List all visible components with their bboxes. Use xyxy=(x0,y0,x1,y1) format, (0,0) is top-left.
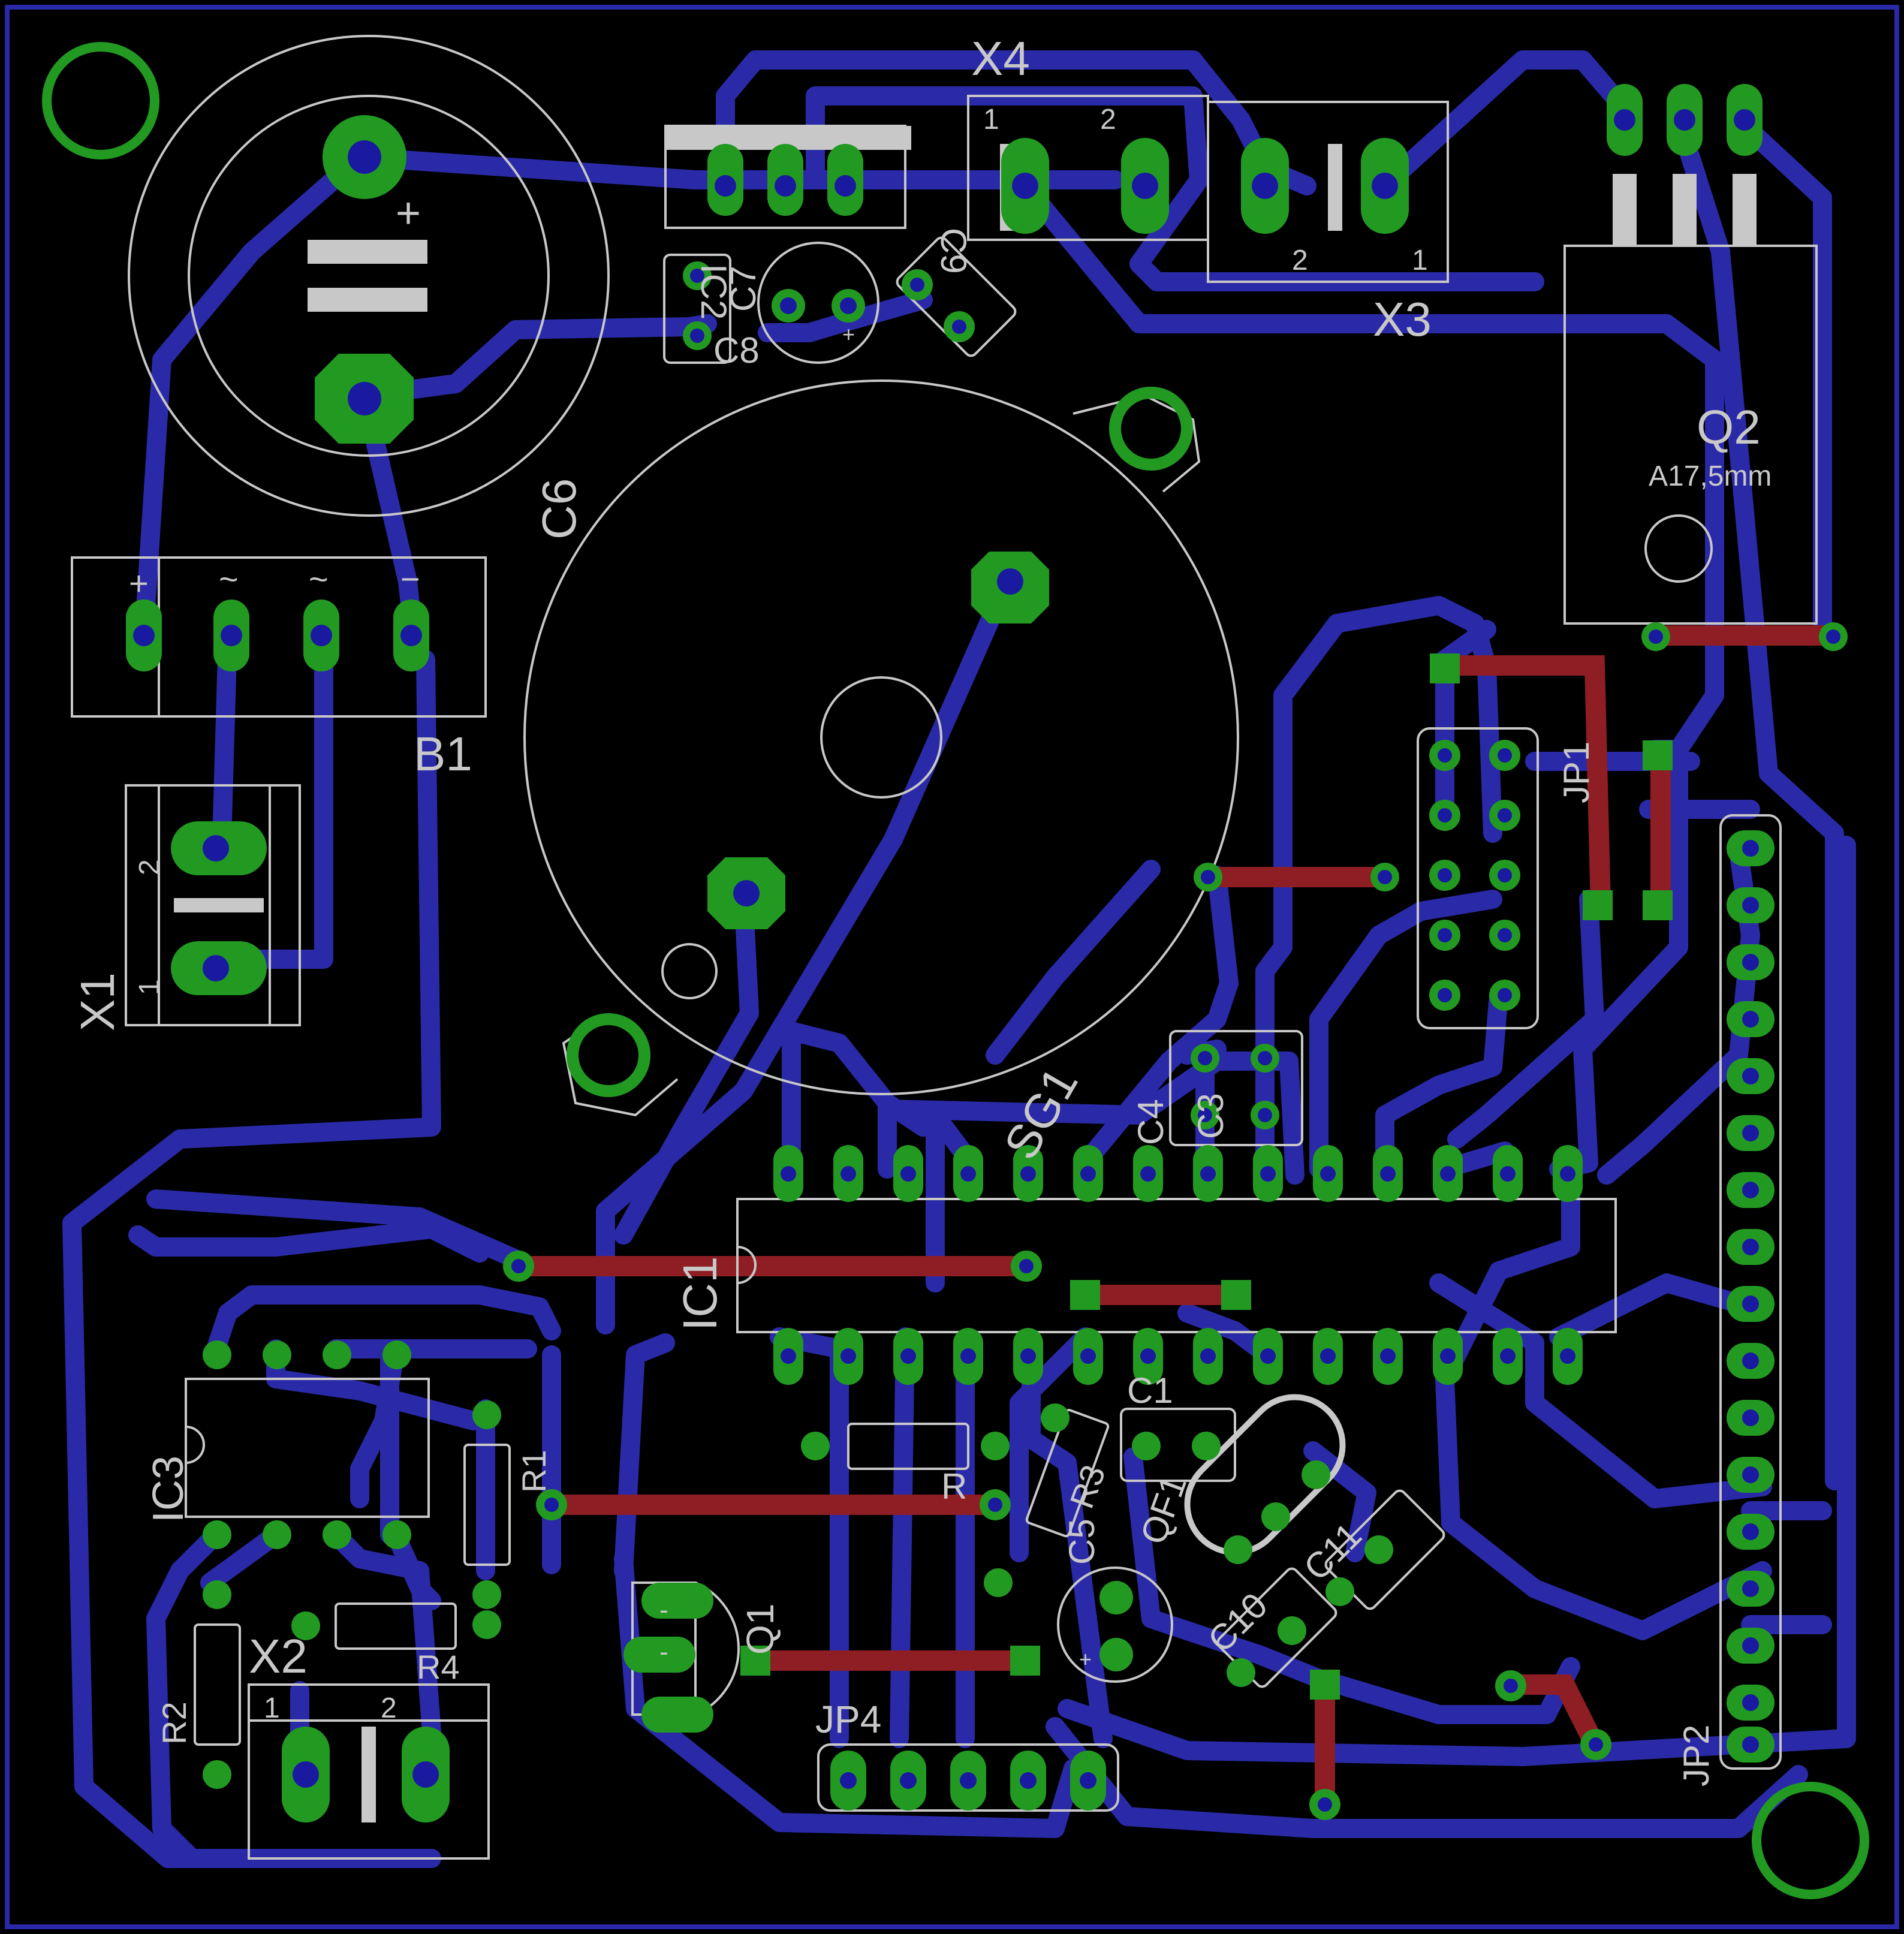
marker-x1-2: 2 xyxy=(134,859,165,875)
marker-q1-dash1: - xyxy=(659,1595,668,1625)
label-r: R xyxy=(941,1466,967,1507)
marker-x2-2: 2 xyxy=(381,1692,397,1724)
label-x1: X1 xyxy=(71,972,124,1031)
label-r1: R1 xyxy=(515,1450,553,1493)
board-outline xyxy=(5,5,1899,1929)
polarity-marks xyxy=(174,144,1342,1822)
label-c8: C8 xyxy=(713,330,760,370)
label-c1: C1 xyxy=(1127,1370,1173,1411)
marker-x3-2: 2 xyxy=(1292,245,1308,276)
label-r2: R2 xyxy=(155,1701,193,1745)
label-c9: C9 xyxy=(933,228,974,274)
label-x4: X4 xyxy=(971,32,1030,85)
top-copper-layer xyxy=(508,625,1845,1815)
marker-b1-minus: − xyxy=(400,560,420,598)
label-x3: X3 xyxy=(1373,293,1432,346)
label-c7: C7 xyxy=(723,266,763,312)
label-c3: C3 xyxy=(1191,1093,1231,1139)
label-jp2: JP2 xyxy=(1676,1725,1716,1787)
label-c5: C5 xyxy=(1062,1519,1102,1565)
label-ic1: IC1 xyxy=(673,1257,727,1331)
label-c4: C4 xyxy=(1131,1099,1171,1145)
marker-x3-1: 1 xyxy=(1412,245,1428,276)
marker-b1-ac1: ~ xyxy=(219,560,239,598)
marker-x1-1: 1 xyxy=(134,979,165,995)
label-c6: C6 xyxy=(532,478,586,540)
label-ic3: IC3 xyxy=(144,1456,192,1523)
pin-markers: + ~ ~ − + 1 2 2 1 2 1 1 2 + + - - xyxy=(119,104,1428,1724)
label-q1: Q1 xyxy=(739,1604,782,1655)
label-ic2: IC2 xyxy=(694,264,734,320)
marker-x4-1: 1 xyxy=(983,104,999,135)
label-b1: B1 xyxy=(414,727,472,781)
label-x2: X2 xyxy=(249,1629,308,1683)
label-jp4: JP4 xyxy=(815,1698,881,1741)
label-q2-value: A17,5mm xyxy=(1649,460,1772,492)
label-jp1: JP1 xyxy=(1556,742,1596,803)
marker-c7-plus: + xyxy=(842,322,855,347)
label-r4: R4 xyxy=(417,1648,460,1686)
marker-c5-plus: + xyxy=(1079,1647,1092,1671)
marker-x4-2: 2 xyxy=(1100,104,1116,135)
pads-layer xyxy=(126,84,1848,1822)
mounting-hole-bottom-right xyxy=(1752,1782,1869,1899)
marker-b1-ac2: ~ xyxy=(309,560,329,598)
label-q2: Q2 xyxy=(1697,400,1761,454)
marker-q1-dash2: - xyxy=(659,1637,668,1667)
marker-cap-plus: + xyxy=(396,189,421,237)
marker-b1-plus: + xyxy=(119,574,157,594)
mounting-hole-top-left xyxy=(42,42,159,159)
marker-x2-1: 1 xyxy=(264,1692,280,1724)
